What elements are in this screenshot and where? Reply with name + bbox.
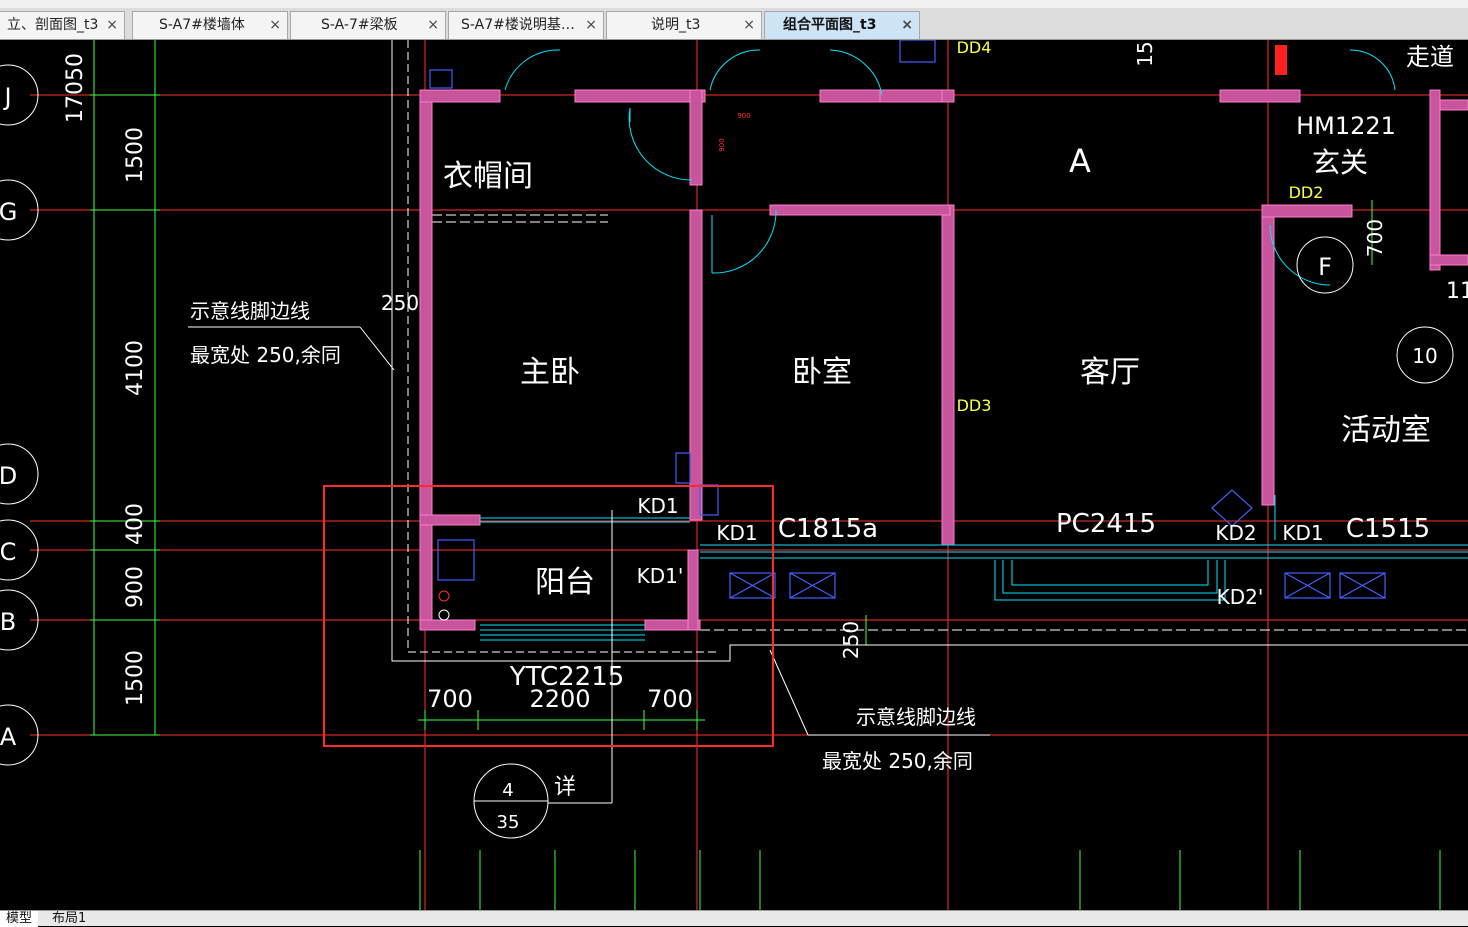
axis-bubbles: [0, 64, 1454, 839]
tab-layout1[interactable]: 布局1: [52, 911, 87, 926]
drawing-canvas[interactable]: J G D C B A F 10 17050 1500 4100 400 900…: [0, 40, 1468, 910]
close-icon[interactable]: ×: [585, 17, 597, 33]
close-icon[interactable]: ×: [106, 17, 118, 33]
opening-tag: KD1: [1282, 521, 1323, 545]
tab-elevation-section[interactable]: 立、剖面图_t3 ×: [0, 11, 125, 39]
door-tag: HM1221: [1296, 112, 1396, 140]
drawing-text: J G D C B A F 10 17050 1500 4100 400 900…: [0, 40, 1468, 833]
axis-grid: [30, 40, 1468, 910]
cad-drawing: J G D C B A F 10 17050 1500 4100 400 900…: [0, 40, 1468, 910]
tab-label: S-A-7#梁板: [321, 17, 398, 33]
dim-text: 250: [381, 291, 419, 315]
axis-label: G: [0, 198, 17, 226]
room-label: A: [1069, 142, 1091, 180]
drain-icon: [438, 590, 450, 602]
opening-tag: KD1: [716, 521, 757, 545]
window-tag: YTC2215: [509, 662, 625, 692]
dim-text: 900: [737, 112, 750, 120]
dim-text: 2200: [529, 685, 590, 713]
dim-text: 1500: [123, 650, 148, 706]
close-icon[interactable]: ×: [427, 17, 439, 33]
tab-a7-beams[interactable]: S-A-7#梁板 ×: [290, 11, 446, 39]
floor-drain-icon: [438, 609, 450, 621]
openings: [480, 49, 1468, 641]
dim-text: 17050: [63, 53, 88, 123]
outline-lines: [391, 40, 1468, 662]
window-tag: C1515: [1346, 514, 1430, 544]
note-text: 示意线脚边线: [190, 299, 310, 323]
door-tag: DD2: [1289, 183, 1324, 202]
axis-label: F: [1318, 253, 1332, 281]
room-label: 客厅: [1080, 355, 1140, 390]
detail-label: 详: [554, 775, 576, 800]
tab-notes[interactable]: 说明_t3 ×: [606, 11, 762, 39]
tab-label: S-A7#楼墙体: [159, 17, 245, 33]
dim-text: 900: [718, 138, 726, 151]
dim-text: 700: [647, 685, 693, 713]
dim-text: 700: [1363, 219, 1387, 257]
tab-label: 立、剖面图_t3: [7, 17, 99, 33]
door-tag: DD3: [957, 396, 992, 415]
dim-text: 1500: [123, 127, 148, 183]
axis-label: A: [0, 723, 17, 751]
tab-label: S-A7#楼说明基…: [461, 17, 575, 33]
tab-label: 说明_t3: [651, 17, 701, 33]
room-label: 衣帽间: [443, 159, 533, 194]
note-text: 示意线脚边线: [856, 705, 976, 729]
equipment: [429, 40, 1386, 599]
window-tag: C1815a: [778, 514, 878, 544]
detail-number: 4: [502, 780, 513, 801]
room-label: 卧室: [792, 355, 852, 390]
opening-tag: KD2': [1217, 585, 1264, 609]
layout-tab-bar: 模型 布局1: [0, 910, 1468, 927]
room-label: 走道: [1406, 43, 1454, 71]
opening-tag: KD1: [637, 494, 678, 518]
note-text: 最宽处 250,余同: [190, 343, 341, 367]
dim-text: 400: [123, 503, 148, 545]
tab-a7-notes-foundation[interactable]: S-A7#楼说明基… ×: [448, 11, 604, 39]
detail-sheet: 35: [497, 812, 520, 833]
dimension-lines: [90, 40, 1441, 910]
fire-hydrant-icon: [1275, 45, 1287, 75]
close-icon[interactable]: ×: [901, 17, 913, 33]
note-text: 最宽处 250,余同: [822, 749, 973, 773]
leader-lines: [188, 326, 990, 736]
window-tag: PC2415: [1056, 509, 1156, 539]
axis-label: C: [0, 538, 16, 566]
dim-text: 700: [427, 685, 473, 713]
highlight-box: [323, 485, 774, 747]
room-label: 活动室: [1341, 413, 1431, 448]
close-icon[interactable]: ×: [269, 17, 281, 33]
room-label: 主卧: [520, 355, 580, 390]
axis-label: D: [0, 462, 17, 490]
room-label: 玄关: [1312, 146, 1368, 179]
dim-text: 250: [839, 621, 863, 659]
dim-text: 15: [1133, 41, 1157, 66]
opening-tag: KD2: [1215, 521, 1256, 545]
tab-label: 组合平面图_t3: [783, 17, 877, 33]
tab-combined-plan[interactable]: 组合平面图_t3 ×: [764, 11, 920, 39]
dim-text: 4100: [123, 340, 148, 396]
opening-tag: KD1': [637, 564, 684, 588]
door-tag: DD4: [957, 40, 992, 57]
axis-label: J: [2, 83, 11, 111]
menu-bar[interactable]: [0, 0, 1468, 8]
dim-text: 11: [1446, 279, 1468, 304]
dim-text: 900: [123, 566, 148, 608]
close-icon[interactable]: ×: [743, 17, 755, 33]
tab-model[interactable]: 模型: [0, 911, 39, 927]
tab-a7-walls[interactable]: S-A7#楼墙体 ×: [132, 11, 288, 39]
room-label: 阳台: [535, 565, 595, 600]
axis-label: B: [0, 608, 16, 636]
axis-label: 10: [1412, 344, 1437, 368]
walls: [419, 89, 1468, 631]
document-tab-bar: 立、剖面图_t3 × S-A7#楼墙体 × S-A-7#梁板 × S-A7#楼说明基……: [0, 8, 1468, 40]
